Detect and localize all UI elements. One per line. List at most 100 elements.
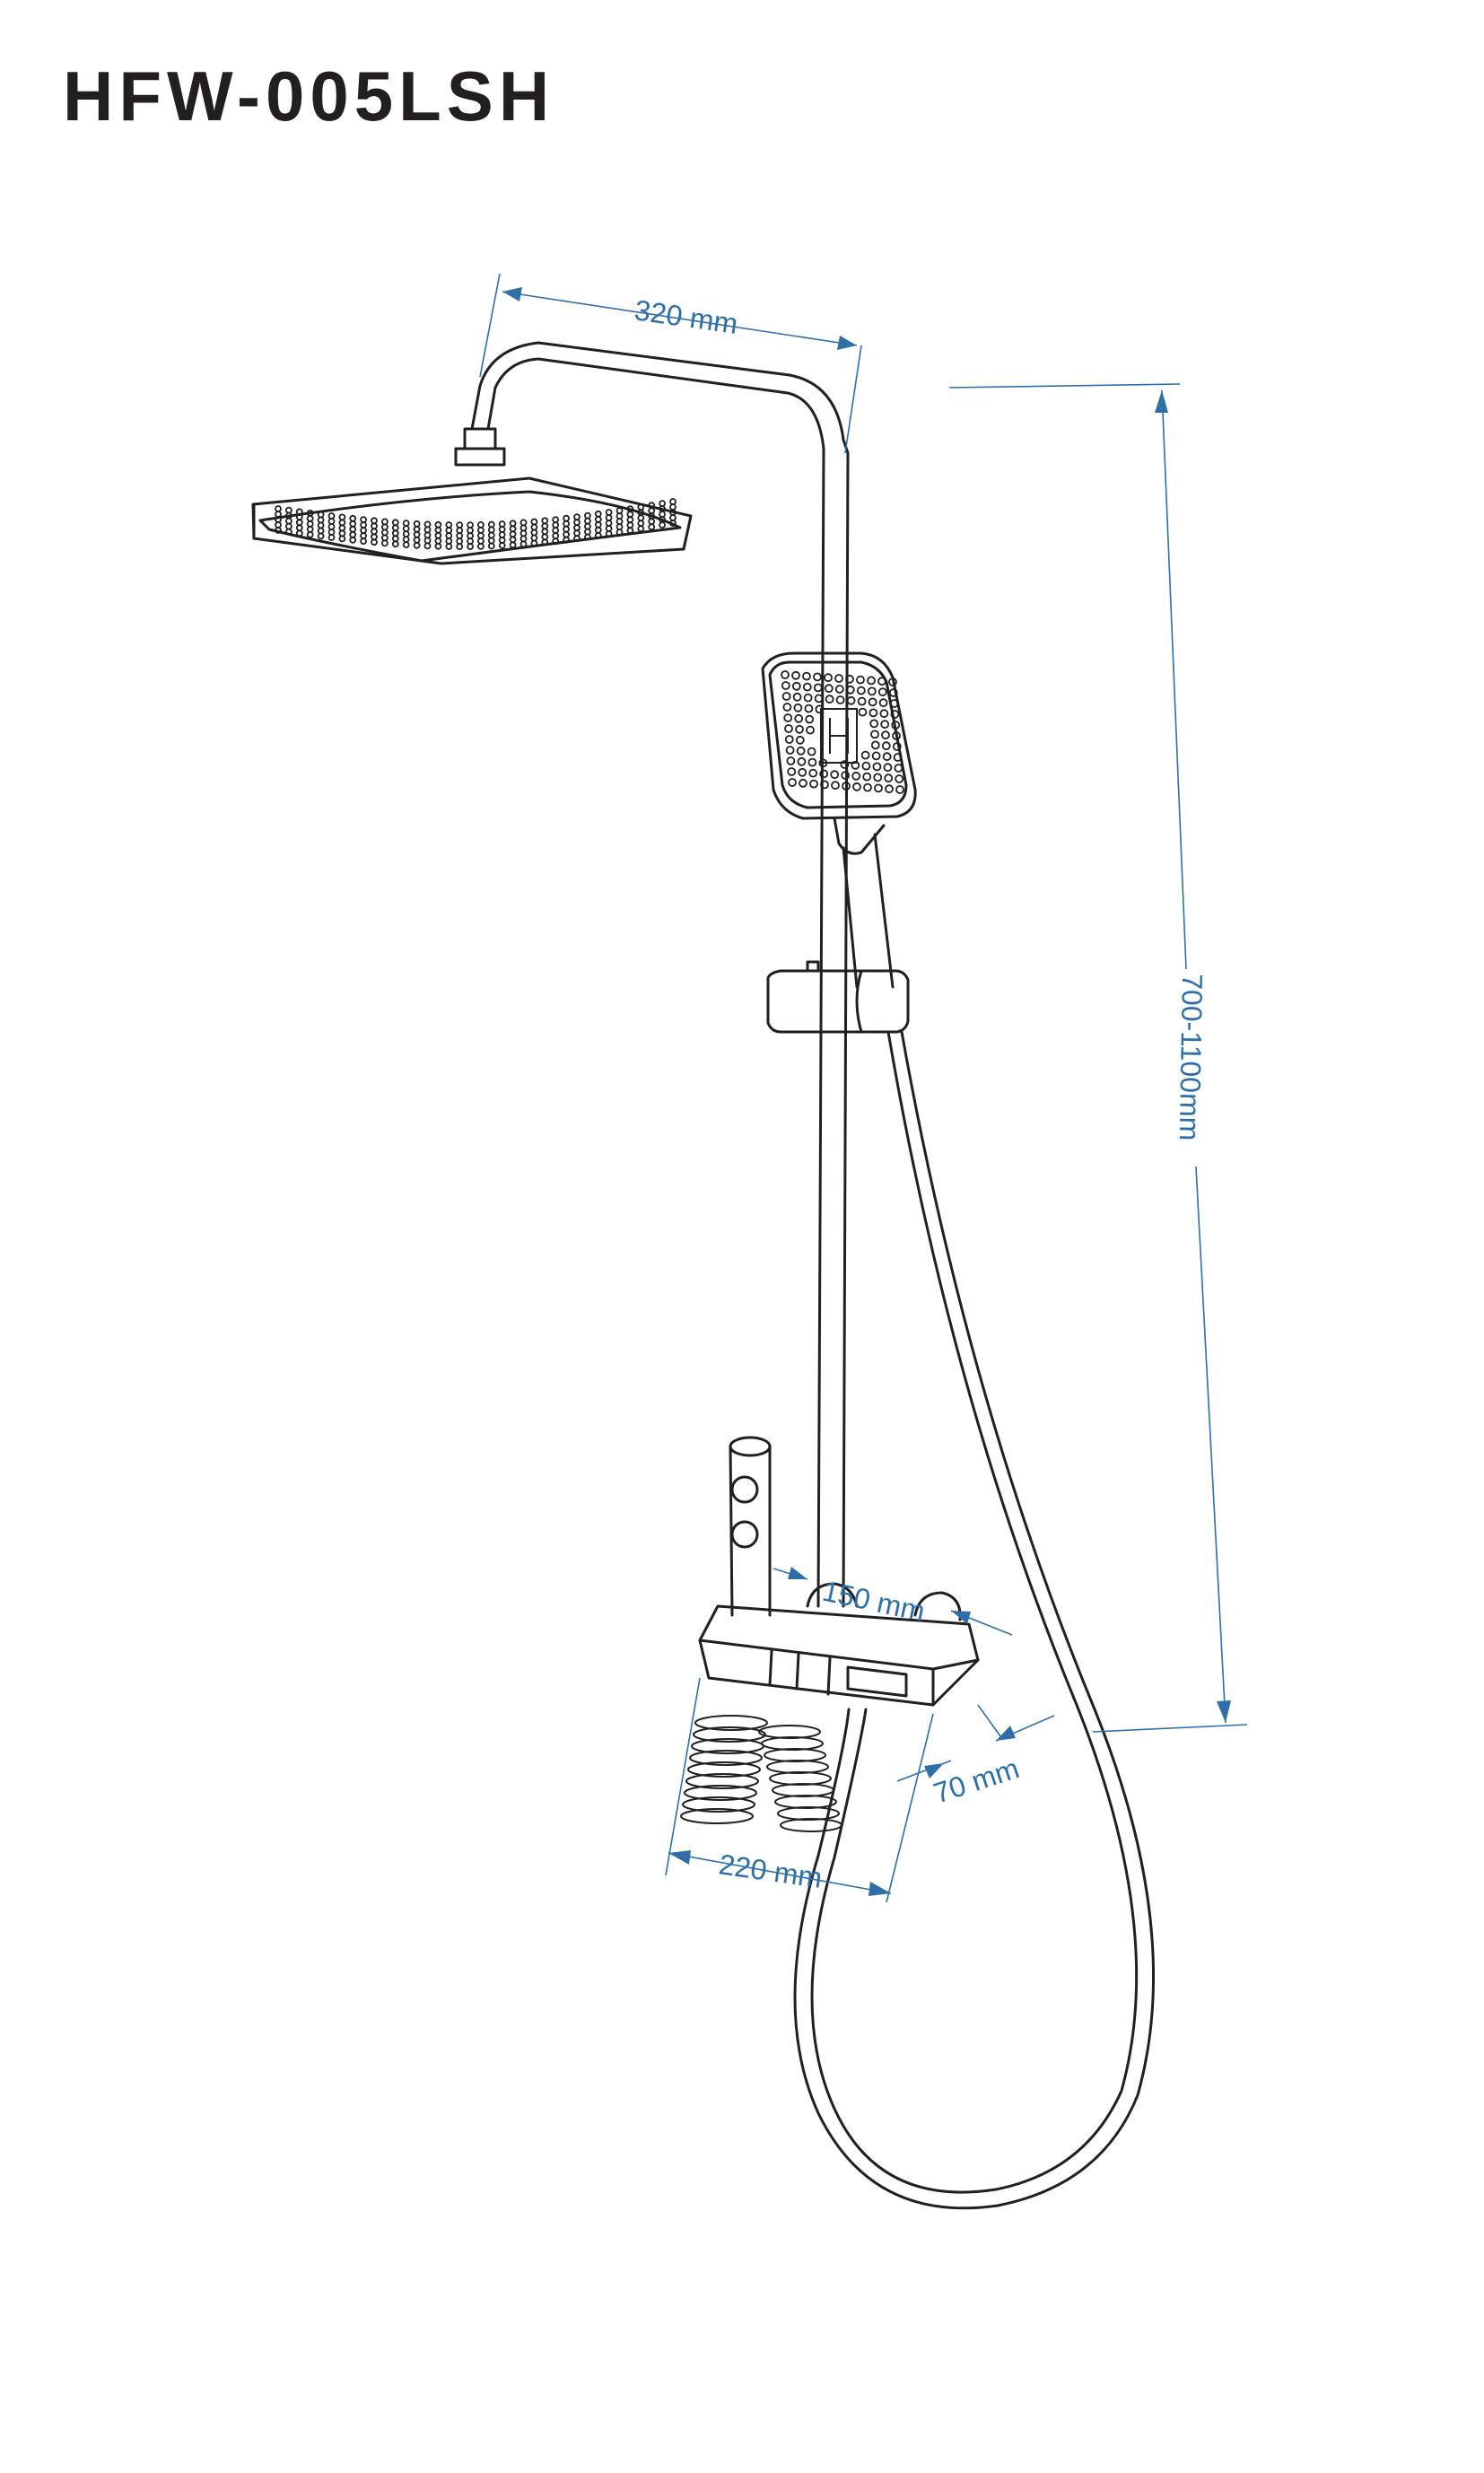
nozzle-dot (456, 521, 464, 529)
nozzle-dot (573, 513, 581, 521)
nozzle-dot (456, 527, 464, 534)
coil-loop (694, 1715, 768, 1731)
nozzle-dot (498, 520, 506, 528)
coil-loop (774, 1795, 837, 1809)
nozzle-dot (327, 529, 336, 536)
nozzle-dot (380, 518, 388, 526)
nozzle-dot (413, 541, 421, 549)
nozzle-dot (434, 542, 442, 550)
nozzle-dot (669, 514, 677, 521)
dimension-mixer-height: 70 mm (896, 1704, 1055, 1810)
hand-nozzle-dot (841, 771, 851, 780)
nozzle-dot (487, 526, 495, 534)
hand-nozzle-dot (871, 751, 881, 761)
nozzle-dot (391, 524, 399, 532)
hand-nozzle-dot (869, 719, 879, 729)
hand-nozzle-dot (846, 695, 856, 705)
dim-label-mixer-height: 70 mm (930, 1752, 1023, 1809)
nozzle-dot (605, 525, 613, 532)
nozzle-dot (360, 532, 368, 539)
nozzle-dot (456, 543, 464, 550)
nozzle-dot (434, 526, 442, 534)
nozzle-dot (573, 529, 581, 537)
nozzle-dot (317, 532, 325, 540)
nozzle-dot (467, 543, 474, 550)
nozzle-dot (338, 529, 346, 537)
nozzle-dot (445, 537, 453, 545)
hand-nozzle-dot (861, 761, 871, 771)
nozzle-dot (659, 521, 666, 529)
nozzle-dot (563, 530, 570, 538)
hand-nozzle-dot (884, 773, 894, 783)
nozzle-dot (371, 517, 378, 525)
nozzle-dot (423, 520, 432, 529)
nozzle-dot (402, 541, 410, 548)
nozzle-dot (659, 500, 666, 507)
nozzle-dot (306, 526, 314, 533)
nozzle-dot (275, 527, 282, 534)
hand-nozzle-dot (783, 713, 793, 722)
nozzle-dot (349, 530, 357, 538)
nozzle-dot (637, 520, 645, 528)
dim-label-height: 700-1100mm (1174, 974, 1209, 1141)
nozzle-dot (338, 519, 346, 527)
nozzle-dot (327, 518, 336, 525)
nozzle-dot (467, 537, 474, 545)
hand-nozzle-dot (830, 770, 840, 780)
nozzle-dot (573, 535, 581, 543)
hand-nozzle-dot (782, 703, 792, 712)
hand-nozzle-dot (878, 698, 888, 708)
nozzle-dot (284, 528, 292, 536)
hand-nozzle-dot (895, 774, 904, 783)
nozzle-dot (584, 533, 591, 541)
nozzle-dot (434, 537, 442, 545)
hand-nozzle-dot (852, 782, 861, 791)
nozzle-dot (467, 532, 474, 539)
hand-nozzle-dot (795, 724, 804, 734)
hand-nozzle-dot (809, 779, 818, 789)
nozzle-dot (648, 507, 656, 515)
nozzle-dot (487, 531, 495, 539)
nozzle-dot (477, 521, 484, 529)
hand-nozzle-dot (825, 695, 834, 704)
hand-nozzle-dot (881, 730, 890, 740)
hand-shower (761, 651, 917, 989)
nozzle-dot (563, 536, 570, 544)
nozzle-dot (584, 528, 591, 536)
nozzle-dot (584, 517, 591, 525)
nozzle-dot (594, 510, 602, 518)
nozzle-dot (552, 537, 560, 545)
hand-nozzle-dot (802, 671, 811, 681)
nozzle-dot (605, 514, 613, 521)
nozzle-dot (380, 529, 388, 537)
nozzle-dot (275, 521, 282, 529)
nozzle-dot (306, 515, 314, 522)
hand-nozzle-dot (895, 785, 904, 794)
nozzle-dot (327, 534, 336, 541)
hand-nozzle-dot (834, 674, 843, 683)
coil-loop (689, 1750, 763, 1766)
dimension-height: 700-1100mm (948, 383, 1248, 1733)
nozzle-dot (423, 531, 432, 539)
nozzle-dot (648, 523, 656, 531)
nozzle-dot (467, 521, 474, 529)
hand-nozzle-dot (891, 721, 901, 730)
hand-nozzle-dot (831, 781, 840, 791)
nozzle-dot (402, 525, 410, 532)
hand-nozzle-dot (867, 686, 877, 696)
hand-nozzle-dot (873, 773, 883, 782)
hand-nozzle-dot (894, 764, 903, 773)
hand-nozzle-dot (862, 772, 872, 782)
nozzle-dot (552, 532, 560, 539)
dim-label-overhead-width: 320 mm (633, 293, 739, 340)
hand-nozzle-dot (792, 692, 802, 702)
nozzle-dot (615, 523, 624, 530)
nozzle-dot (284, 522, 292, 530)
nozzle-dot (391, 535, 399, 543)
hand-nozzle-dot (787, 767, 797, 776)
coil-loop (682, 1796, 755, 1813)
dimension-mixer-width: 220 mm (665, 1677, 934, 1903)
hand-nozzle-dot (888, 677, 897, 686)
hand-nozzle-dot (877, 687, 887, 697)
